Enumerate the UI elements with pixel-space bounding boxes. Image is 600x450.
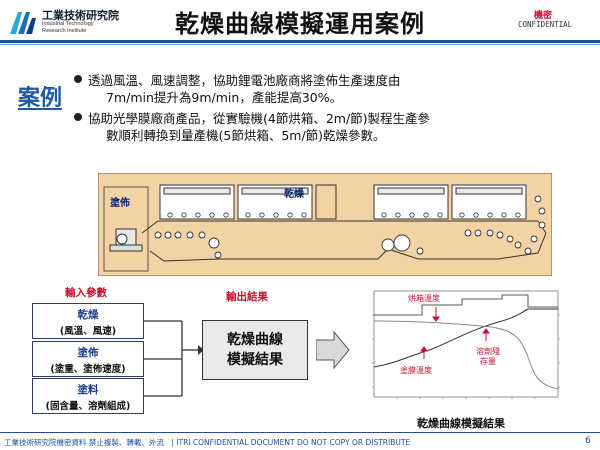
org-name-en-line2: Research Institute — [42, 28, 87, 34]
input-box-heading: 乾燥 — [77, 309, 99, 321]
footer-text: 工業技術研究院機密資料 禁止複製、轉載、外流 | ITRI CONFIDENTI… — [4, 438, 411, 447]
bullet-icon — [74, 75, 82, 83]
input-box-drying: 乾燥 (風溫、風速) — [32, 303, 144, 339]
page-number: 6 — [585, 436, 591, 446]
input-box-detail: (固含量、溶劑組成) — [45, 401, 131, 412]
annotation-solvent: 溶劑殘 存量 — [476, 347, 500, 367]
confidential-badge: 機密 — [533, 11, 552, 21]
drying-label: 乾燥 — [284, 189, 304, 200]
drying-curve-plot — [372, 290, 560, 399]
output-results-title: 輸出結果 — [226, 291, 268, 303]
coater-machine-illustration — [97, 172, 553, 277]
org-name-en: Industrial Technology Research Institute — [42, 21, 94, 35]
input-params-title: 輸入參數 — [65, 287, 107, 299]
input-box-detail: (塗重、塗佈速度) — [50, 364, 126, 375]
input-box-heading: 塗料 — [77, 384, 99, 396]
result-line-2: 模擬結果 — [227, 352, 283, 368]
drying-curve-graph: 烘箱溫度 塗膜溫度 溶劑殘 存量 — [352, 285, 590, 413]
simulation-result-box: 乾燥曲線 模擬結果 — [202, 320, 308, 380]
input-box-heading: 塗佈 — [77, 347, 99, 359]
bullet-1-line-2: 7m/min提升為9m/min，產能提高30%。 — [106, 90, 343, 105]
input-box-coating: 塗佈 (塗重、塗佈速度) — [32, 341, 144, 377]
confidential-label: CONFIDENTIAL — [518, 20, 573, 29]
bullet-2-line-1: 協助光學膜廠商產品，從實驗機(4節烘箱、2m/節)製程生產參 — [88, 111, 431, 126]
org-name-en-line1: Industrial Technology — [42, 21, 94, 27]
coater-machine-diagram: 塗佈 乾燥 — [97, 172, 553, 277]
page-title: 乾燥曲線模擬運用案例 — [175, 10, 425, 38]
annotation-oven-temp: 烘箱溫度 — [408, 294, 440, 303]
bullet-item-1: 透過風溫、風速調整，協助鋰電池廠商將塗佈生產速度由 7m/min提升為9m/mi… — [74, 72, 401, 106]
header-divider — [0, 40, 600, 43]
bullet-icon — [74, 113, 82, 121]
bullet-item-2: 協助光學膜廠商產品，從實驗機(4節烘箱、2m/節)製程生產參 數順利轉換到量產機… — [74, 110, 431, 144]
header-divider-thin — [0, 44, 600, 45]
annotation-film-temp: 塗膜溫度 — [400, 366, 432, 375]
annotation-solvent-line1: 溶劑殘 — [476, 347, 500, 356]
footer-divider — [0, 432, 600, 433]
case-heading: 案例 — [18, 86, 63, 111]
coating-label: 塗佈 — [110, 198, 130, 209]
input-box-coating-material: 塗料 (固含量、溶劑組成) — [32, 378, 144, 414]
bullet-1-line-1: 透過風溫、風速調整，協助鋰電池廠商將塗佈生產速度由 — [88, 73, 401, 88]
itri-logo: 工業技術研究院 Industrial Technology Research I… — [8, 6, 138, 40]
graph-caption: 乾燥曲線模擬結果 — [417, 417, 505, 430]
flow-connector-lines — [144, 320, 204, 397]
itri-logo-icon — [10, 12, 36, 34]
bullet-2-line-2: 數順利轉換到量產機(5節烘箱、5m/節)乾燥參數。 — [106, 128, 386, 143]
annotation-solvent-line2: 存量 — [480, 357, 496, 366]
input-box-detail: (風溫、風速) — [59, 326, 117, 337]
arrow-head-icon — [198, 345, 204, 355]
right-arrow-icon — [316, 330, 350, 370]
org-name: 工業技術研究院 — [42, 9, 119, 22]
result-line-1: 乾燥曲線 — [227, 332, 283, 348]
